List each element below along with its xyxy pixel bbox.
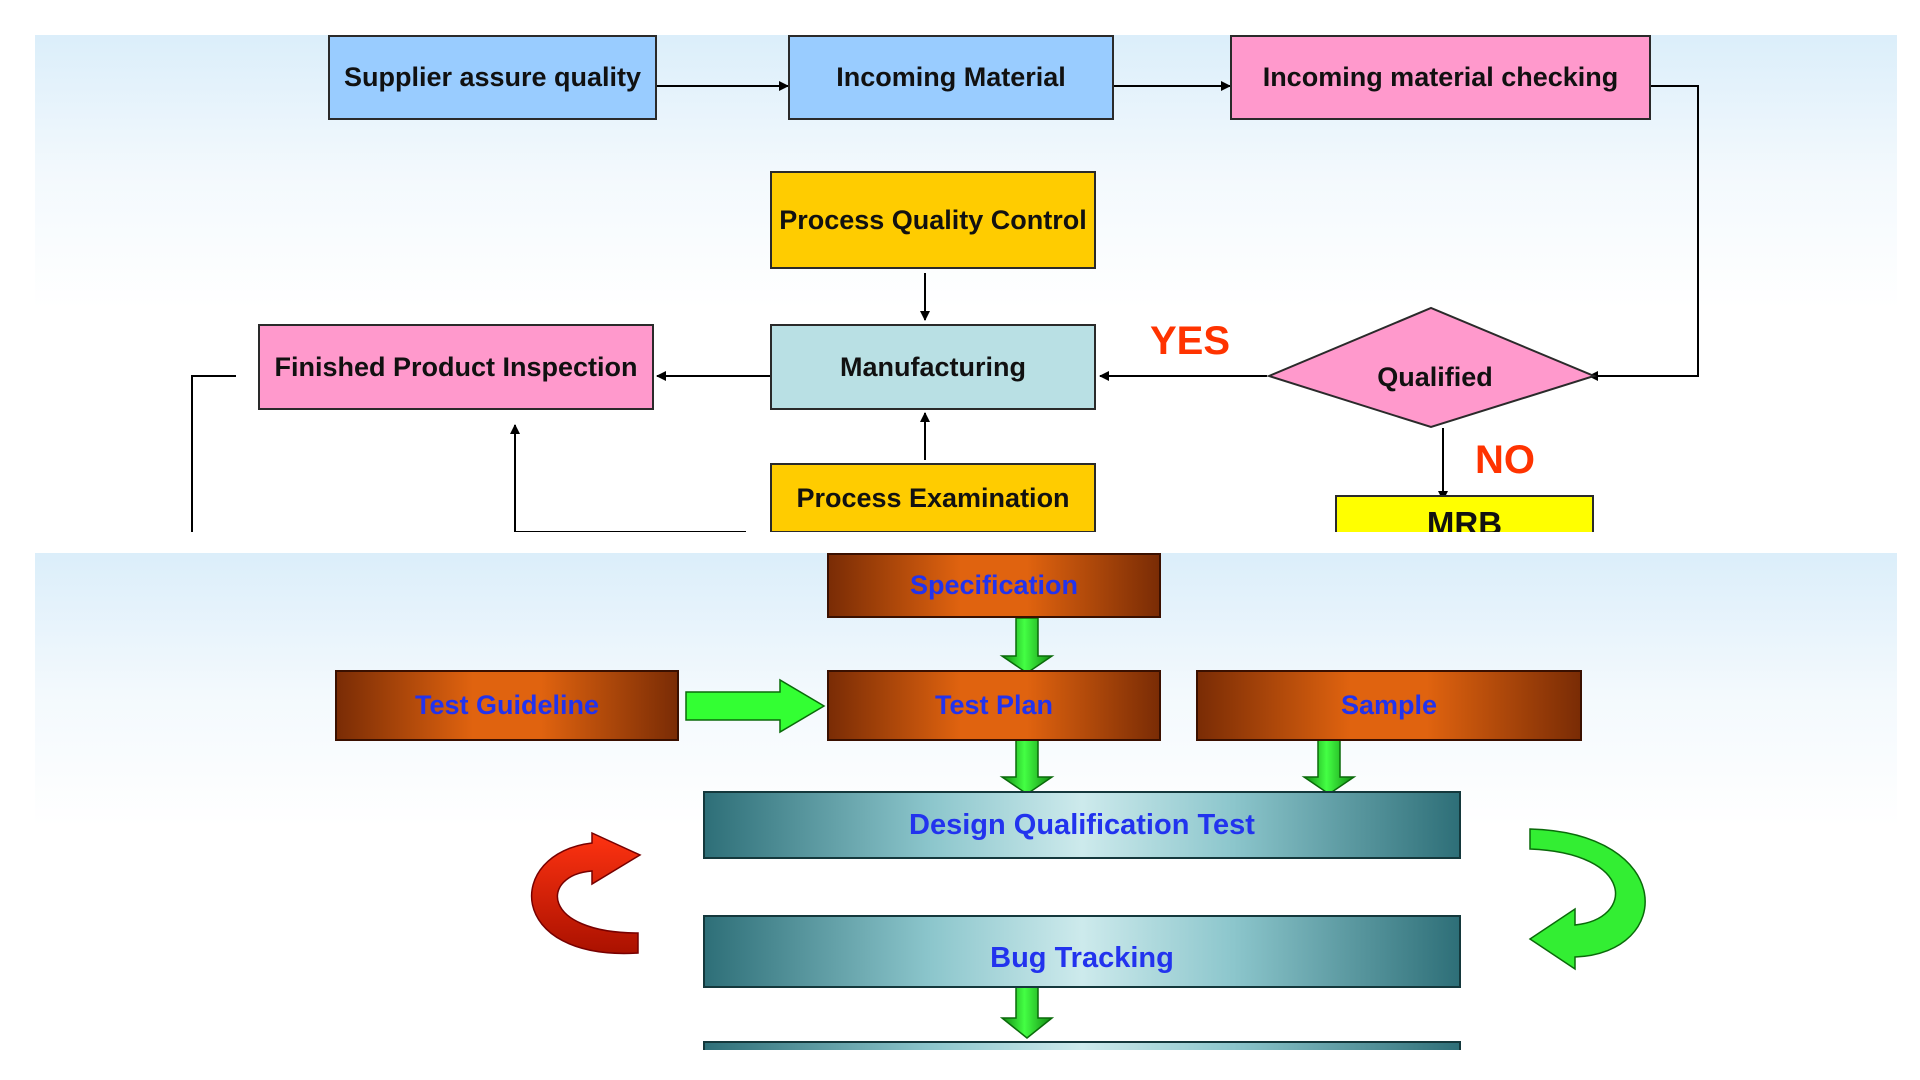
no-label: NO xyxy=(1475,438,1535,482)
quality-flowchart: Supplier assure quality Incoming Materia… xyxy=(35,35,1897,532)
design-qualification-test-bar: Design Qualification Test xyxy=(703,791,1461,859)
yes-label: YES xyxy=(1150,319,1231,363)
line-finished-outgoing xyxy=(191,375,236,532)
next-stage-bar xyxy=(703,1041,1461,1050)
test-flow-diagram: Specification Test Guideline Test Plan S… xyxy=(35,553,1897,1050)
red-loop-arrow xyxy=(531,831,642,955)
mrb-box: MRB xyxy=(1335,495,1594,532)
sample-box: Sample xyxy=(1196,670,1582,741)
arrow-return-to-finished xyxy=(510,424,746,532)
supplier-assure-quality-box: Supplier assure quality xyxy=(328,35,657,120)
test-plan-box: Test Plan xyxy=(827,670,1161,741)
flowchart-connectors xyxy=(191,81,1699,532)
arrow-checking-to-qualified xyxy=(1588,85,1699,381)
test-flow-arrows xyxy=(531,617,1646,1039)
green-arrow-sample-to-dqt xyxy=(1301,738,1357,795)
qualified-decision-shape xyxy=(1266,306,1597,429)
green-arrow-plan-to-dqt xyxy=(999,738,1055,795)
process-quality-control-box: Process Quality Control xyxy=(770,171,1096,269)
green-loop-arrow xyxy=(1528,828,1646,971)
test-guideline-box: Test Guideline xyxy=(335,670,679,741)
incoming-material-box: Incoming Material xyxy=(788,35,1114,120)
incoming-material-checking-box: Incoming material checking xyxy=(1230,35,1651,120)
qualified-label: Qualified xyxy=(1377,361,1493,392)
finished-product-inspection-box: Finished Product Inspection xyxy=(258,324,654,410)
manufacturing-box: Manufacturing xyxy=(770,324,1096,410)
green-arrow-spec-to-plan xyxy=(999,617,1055,674)
green-arrow-guideline-to-plan xyxy=(685,678,826,734)
bug-tracking-bar: Bug Tracking xyxy=(703,915,1461,988)
specification-box: Specification xyxy=(827,553,1161,618)
process-examination-box: Process Examination xyxy=(770,463,1096,532)
